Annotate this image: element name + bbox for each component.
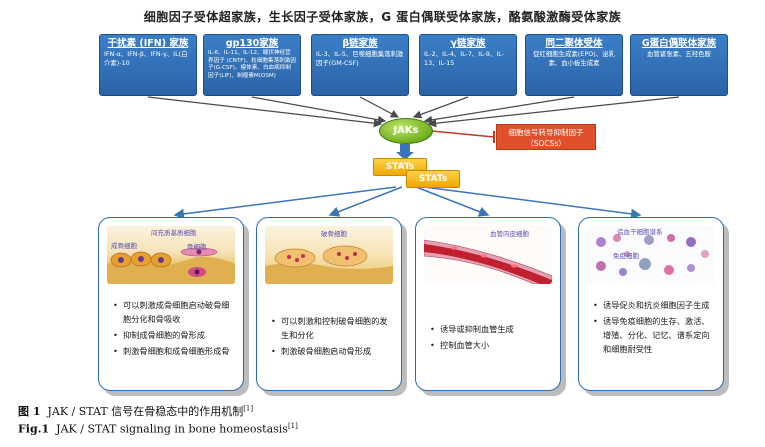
caption-cn-prefix: 图 1: [18, 405, 41, 418]
receptor-members: IFN-α、IFN-β、IFN-γ、IL(白介素)-10: [104, 50, 188, 67]
label-osteoblast: 成骨细胞: [111, 242, 137, 250]
receptor-members: IL-2、IL-4、IL-7、IL-9、IL-13、IL-15: [424, 50, 505, 67]
label-osteocyte: 骨细胞: [187, 243, 207, 251]
receptor-members: IL-6、IL-11、IL-12、睫状神经营养因子 (CNTF)、粒细胞集落刺激…: [208, 50, 296, 79]
receptor-gpcr-family: G蛋白偶联体家族 血管紧张素、五羟色胺: [630, 34, 728, 96]
arrow-stats-to-vessel: [415, 186, 490, 217]
receptor-homodimer: 同二聚体受体 促红细胞生成素(EPO)、泌乳素、血小板生成素: [525, 34, 623, 96]
arrow-gamma-to-jaks: [412, 96, 469, 119]
diagram-title: 细胞因子受体超家族，生长因子受体家族，G 蛋白偶联受体家族，酪氨酸激酶受体家族: [143, 10, 622, 24]
panel-bone-cells: 间充质基质细胞 成骨细胞 骨细胞 可以刺激成骨细胞启动破骨细胞分化和骨吸收 抑制…: [98, 217, 244, 391]
arrow-stats-to-immune: [423, 186, 642, 220]
vessel-illustration: 血管内皮细胞: [424, 226, 552, 284]
receptor-title: gp130家族: [225, 38, 279, 49]
bullet-item: 抑制成骨细胞的骨形成: [113, 328, 237, 342]
jaks-to-stats-arrow: [396, 144, 414, 160]
caption-en-prefix: Fig.1: [18, 422, 50, 436]
caption-cn: 图 1 JAK / STAT 信号在骨稳态中的作用机制[1]: [18, 403, 253, 419]
stats-node-2: STATs: [406, 170, 460, 188]
label-immune-cells: 免疫细胞: [613, 252, 639, 260]
receptor-title: β链家族: [342, 38, 378, 49]
receptor-title: γ链家族: [450, 38, 486, 49]
receptor-gamma-chain-family: γ链家族 IL-2、IL-4、IL-7、IL-9、IL-13、IL-15: [419, 34, 517, 96]
label-osteoclast: 破骨细胞: [321, 230, 347, 238]
arrow-gpcr-to-jaks: [427, 96, 680, 128]
bullet-item: 刺激破骨细胞启动骨形成: [271, 344, 395, 358]
bone-cells-illustration: 间充质基质细胞 成骨细胞 骨细胞: [107, 226, 235, 284]
receptor-beta-chain-family: β链家族 IL-3、IL-5、巨噬细胞集落刺激因子(GM-CSF): [311, 34, 409, 96]
socs-inhibitor-box: 细胞信号转导抑制因子（SOCSs）: [496, 124, 596, 150]
osteoclast-illustration: 破骨细胞: [265, 226, 393, 284]
bone-cells-bullets: 可以刺激成骨细胞启动破骨细胞分化和骨吸收 抑制成骨细胞的骨形成 刺激骨细胞和成骨…: [113, 298, 237, 360]
caption-en-ref: [1]: [287, 422, 298, 430]
arrow-stats-to-osteoclast: [328, 186, 403, 217]
bullet-item: 可以刺激和控制破骨细胞的发生和分化: [271, 314, 395, 342]
label-hsc-lineage: 造血干细胞谱系: [617, 228, 663, 236]
caption-cn-text: JAK / STAT 信号在骨稳态中的作用机制: [47, 405, 244, 418]
label-endothelial: 血管内皮细胞: [490, 230, 529, 238]
caption-cn-ref: [1]: [243, 404, 254, 413]
arrow-stats-to-bone: [173, 186, 397, 220]
receptor-members: 促红细胞生成素(EPO)、泌乳素、血小板生成素: [533, 50, 615, 67]
arrow-ifn-to-jaks: [147, 96, 383, 128]
receptor-title: 干扰素 (IFN) 家族: [107, 38, 189, 49]
jaks-node: JAKs: [379, 118, 433, 144]
arrow-beta-to-jaks: [359, 96, 400, 118]
receptor-members: IL-3、IL-5、巨噬细胞集落刺激因子(GM-CSF): [316, 50, 404, 67]
panel-vascular: 血管内皮细胞 诱导或抑制血管生成 控制血管大小: [415, 217, 561, 391]
osteoclast-bullets: 可以刺激和控制破骨细胞的发生和分化 刺激破骨细胞启动骨形成: [271, 314, 395, 360]
bullet-item: 刺激骨细胞和成骨细胞形成骨: [113, 344, 237, 358]
bullet-item: 诱导免疫细胞的生存、激活、增殖、分化、记忆、谱系定向和细胞耐受性: [593, 314, 717, 356]
caption-en-text: JAK / STAT signaling in bone homeostasis: [56, 422, 288, 436]
receptor-members: 血管紧张素、五羟色胺: [647, 50, 711, 58]
immune-bullets: 诱导促炎和抗炎细胞因子生成 诱导免疫细胞的生存、激活、增殖、分化、记忆、谱系定向…: [593, 298, 717, 358]
receptor-gp130-family: gp130家族 IL-6、IL-11、IL-12、睫状神经营养因子 (CNTF)…: [203, 34, 301, 96]
arrow-homodimer-to-jaks: [423, 96, 575, 125]
label-msc: 间充质基质细胞: [151, 229, 197, 237]
vascular-bullets: 诱导或抑制血管生成 控制血管大小: [430, 322, 554, 354]
panel-immune: 造血干细胞谱系 免疫细胞 诱导促炎和抗炎细胞因子生成 诱导免疫细胞的生存、激活、…: [578, 217, 724, 391]
immune-illustration: 造血干细胞谱系 免疫细胞: [587, 226, 715, 284]
bullet-item: 诱导或抑制血管生成: [430, 322, 554, 336]
panel-osteoclast: 破骨细胞 可以刺激和控制破骨细胞的发生和分化 刺激破骨细胞启动骨形成: [256, 217, 402, 391]
arrow-gp130-to-jaks: [251, 96, 387, 124]
caption-en: Fig.1 JAK / STAT signaling in bone homeo…: [18, 422, 298, 436]
receptor-ifn-family: 干扰素 (IFN) 家族 IFN-α、IFN-β、IFN-γ、IL(白介素)-1…: [99, 34, 197, 96]
receptor-title: G蛋白偶联体家族: [641, 38, 717, 49]
socs-inhibit-line: [431, 130, 495, 138]
bullet-item: 可以刺激成骨细胞启动破骨细胞分化和骨吸收: [113, 298, 237, 326]
receptor-title: 同二聚体受体: [545, 38, 603, 49]
bullet-item: 控制血管大小: [430, 338, 554, 352]
bullet-item: 诱导促炎和抗炎细胞因子生成: [593, 298, 717, 312]
